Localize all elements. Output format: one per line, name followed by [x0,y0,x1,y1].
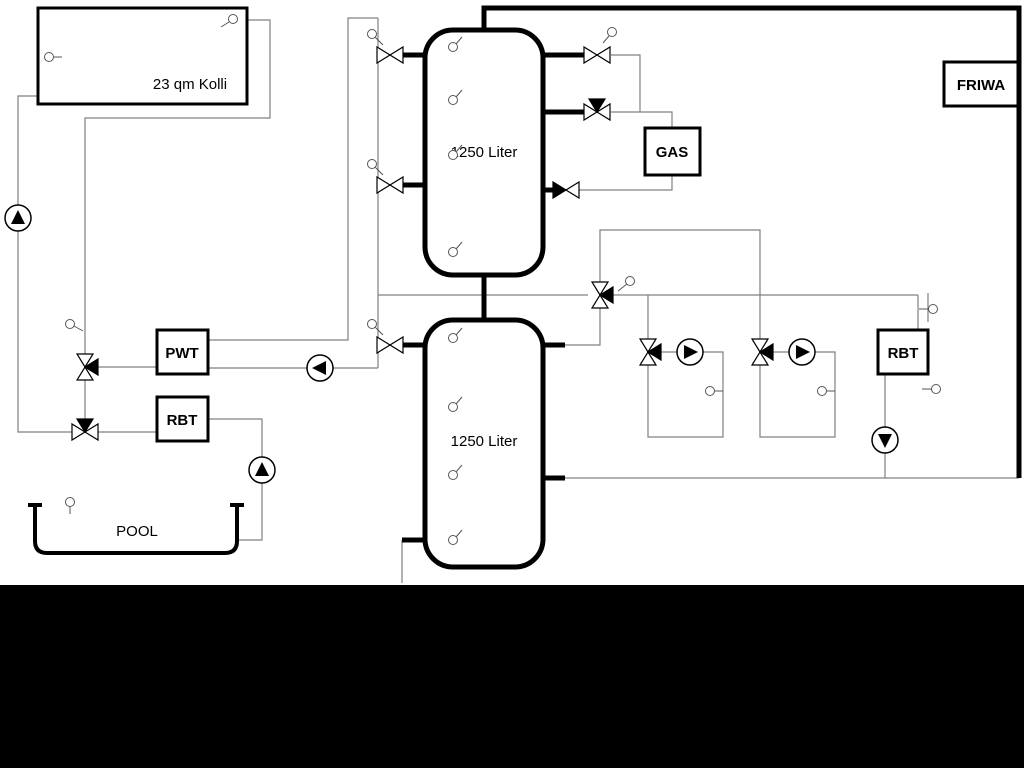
pump-icon [676,338,704,366]
pump-icon [4,204,32,232]
sensor-icon [65,319,84,332]
pump-icon [871,426,899,454]
valve-icon [376,336,404,354]
buffer-tank-bottom-label: 1250 Liter [451,433,518,450]
three-way-valve-icon [591,281,614,309]
sensor-icon [367,29,384,46]
pool-basin [28,503,244,555]
sensor-icon [919,304,938,314]
sensor-icon [448,327,463,343]
sensor-icon [817,386,835,396]
tank-right-stubs [541,52,584,481]
sensor-icon [602,27,617,44]
friwa-main-pipe [481,5,1022,478]
footer-band [0,585,1024,768]
friwa-label: FRIWA [957,77,1005,94]
buffer-tank-top [422,27,546,278]
sensor-icon [448,36,463,52]
check-valve-icon [552,181,580,199]
sensor-icon [448,144,463,160]
collector-label: 23 qm Kolli [153,76,227,93]
collector-box [36,6,249,106]
friwa-box [942,60,1020,108]
sensor-icon [448,89,463,105]
valve-icon [376,46,404,64]
valve-icon [376,176,404,194]
sensor-icon [448,241,463,257]
component-boxes: 23 qm Kolli 1250 Liter 1250 Liter GAS FR… [28,6,1020,570]
rbt-right-label: RBT [888,345,919,362]
pump-icon [248,456,276,484]
sensor-icon [448,464,463,480]
pumps [4,204,899,484]
rbt-left-box [155,395,210,443]
sensor-icon [367,159,384,176]
buffer-tank-bottom [422,317,546,570]
sensor-icon [617,276,635,292]
sensor-icon [367,319,384,336]
buffer-tank-top-label: 1250 Liter [451,144,518,161]
rbt-right-box [876,328,930,376]
pwt-box [155,328,210,376]
pump-icon [306,354,334,382]
pipe-network-main [402,5,1022,543]
three-way-valve-icon [76,353,99,381]
sensor-icon [448,396,463,412]
rbt-left-label: RBT [167,412,198,429]
sensor-icon [44,52,62,62]
sensors [44,14,941,545]
sensor-icon [705,386,723,396]
gas-boiler-label: GAS [656,144,689,161]
three-way-valve-icon [71,418,99,441]
sensor-icon [65,497,75,514]
valve-icon [583,46,611,64]
tank-left-stubs [402,52,427,543]
pwt-label: PWT [165,345,198,362]
sensor-icon [448,529,463,545]
three-way-valve-icon [583,98,611,121]
three-way-valve-icon [751,338,774,366]
sensor-icon [220,14,238,28]
sensor-icon [922,384,941,394]
pump-icon [788,338,816,366]
pool-label: POOL [116,523,158,540]
gas-boiler-box [643,126,702,177]
three-way-valve-icon [639,338,662,366]
